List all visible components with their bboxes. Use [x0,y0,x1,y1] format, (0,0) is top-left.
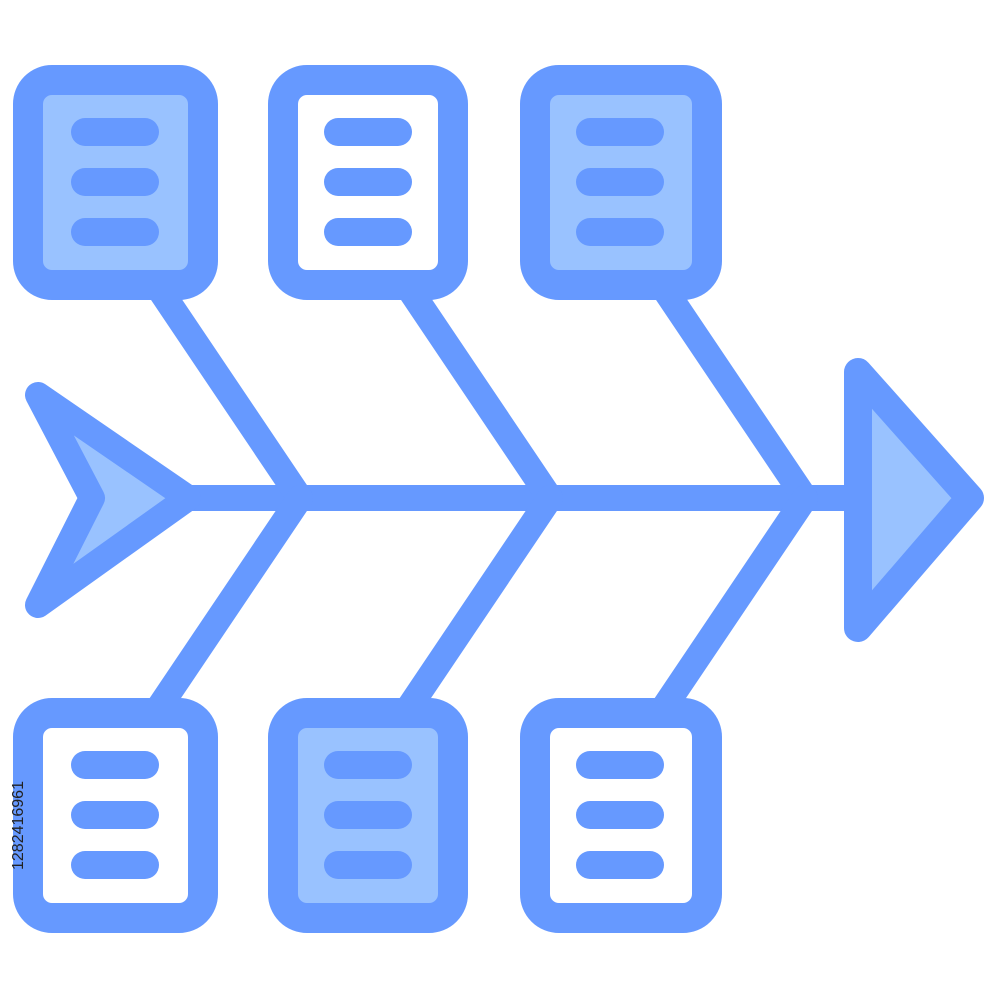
rib-top-2 [397,277,563,511]
cause-box-top-1 [13,65,218,300]
rib-bottom-1 [147,485,313,719]
cause-box-top-2 [268,65,468,300]
rib-bottom-2 [397,485,563,719]
cause-box-bottom-2 [268,698,468,933]
cause-box-bottom-3 [520,698,722,933]
fish-tail-icon [25,382,201,618]
stock-id-watermark: 1282416961 [10,781,36,870]
rib-top-1 [147,277,313,511]
rib-bottom-3 [652,485,818,719]
rib-top-3 [652,277,818,511]
cause-box-bottom-1 [13,698,218,933]
triangle-head-icon [844,358,984,642]
cause-box-top-3 [520,65,722,300]
